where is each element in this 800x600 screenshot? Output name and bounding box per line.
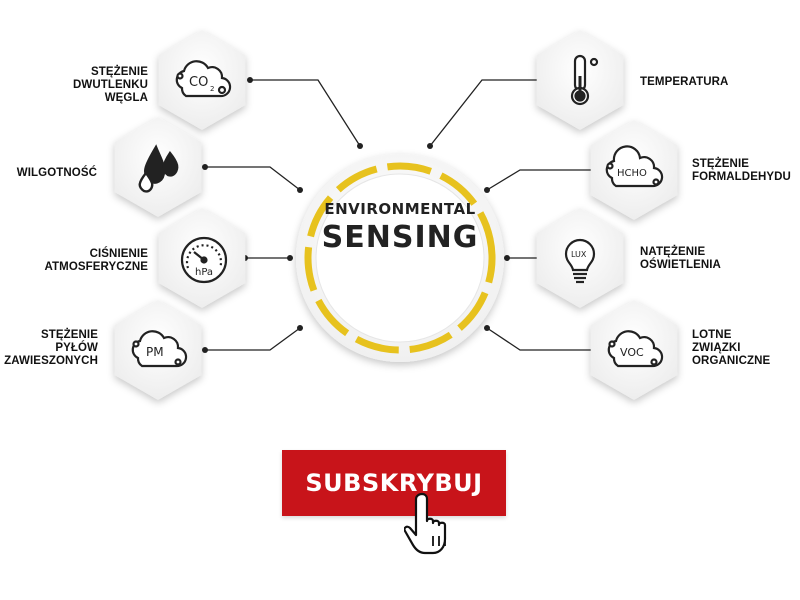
- label-co2-line2: DWUTLENKU: [73, 79, 148, 91]
- label-pm-line2: PYŁÓW: [55, 342, 98, 354]
- water-drops-icon: [138, 144, 179, 193]
- co2-cloud-icon: CO 2: [175, 60, 232, 98]
- light-bulb-icon: LUX: [564, 238, 596, 284]
- label-pressure: CIŚNIENIE ATMOSFERYCZNE: [44, 248, 148, 274]
- label-pm-line1: STĘŻENIE: [40, 329, 98, 341]
- label-co2: STĘŻENIE DWUTLENKU WĘGLA: [73, 66, 148, 105]
- label-pressure-line1: CIŚNIENIE: [89, 248, 148, 260]
- subscribe-button-label: SUBSKRYBUJ: [305, 469, 483, 497]
- label-voc-line1: LOTNE: [692, 329, 732, 341]
- label-humidity-line1: WILGOTNOŚĆ: [16, 167, 97, 179]
- center-title: ENVIRONMENTAL SENSING: [310, 200, 490, 255]
- connector-co2: [250, 79, 361, 147]
- label-light-line1: NATĘŻENIE: [640, 246, 706, 258]
- svg-text:2: 2: [210, 85, 214, 93]
- center-title-line1: ENVIRONMENTAL: [324, 200, 476, 218]
- svg-text:VOC: VOC: [620, 346, 644, 359]
- label-co2-line1: STĘŻENIE: [90, 66, 148, 78]
- svg-text:PM: PM: [146, 345, 164, 359]
- hand-pointer-icon: [404, 492, 447, 555]
- label-humidity: WILGOTNOŚĆ: [17, 167, 97, 180]
- center-hub: [296, 154, 504, 362]
- label-voc-line2: ZWIĄZKI: [692, 342, 741, 354]
- voc-cloud-icon: VOC: [607, 330, 664, 368]
- label-pm-line3: ZAWIESZONYCH: [4, 355, 98, 367]
- pm-cloud-icon: PM: [131, 330, 188, 368]
- connector-temperature: [429, 79, 550, 147]
- hcho-cloud-icon: HCHO: [605, 145, 664, 188]
- label-temperature: TEMPERATURA: [640, 76, 728, 89]
- svg-text:CO: CO: [189, 75, 208, 90]
- subscribe-button[interactable]: SUBSKRYBUJ: [282, 450, 506, 516]
- svg-text:LUX: LUX: [571, 250, 587, 259]
- connector-formaldehyde: [486, 169, 600, 191]
- label-voc-line3: ORGANICZNE: [692, 355, 771, 367]
- label-formaldehyde-line2: FORMALDEHYDU: [692, 171, 791, 183]
- label-pm: STĘŻENIE PYŁÓW ZAWIESZONYCH: [4, 329, 98, 368]
- label-formaldehyde: STĘŻENIE FORMALDEHYDU: [692, 158, 791, 184]
- thermometer-icon: [570, 54, 599, 106]
- pressure-gauge-icon: hPa: [180, 236, 228, 284]
- center-title-line2: SENSING: [321, 220, 479, 255]
- label-light: NATĘŻENIE OŚWIETLENIA: [640, 246, 721, 272]
- svg-text:HCHO: HCHO: [617, 168, 647, 179]
- label-pressure-line2: ATMOSFERYCZNE: [44, 261, 148, 273]
- connector-voc: [486, 327, 600, 351]
- label-formaldehyde-line1: STĘŻENIE: [692, 158, 750, 170]
- label-light-line2: OŚWIETLENIA: [640, 259, 721, 271]
- label-temperature-line1: TEMPERATURA: [640, 76, 729, 88]
- label-voc: LOTNE ZWIĄZKI ORGANICZNE: [692, 329, 770, 368]
- connector-humidity: [205, 166, 301, 191]
- connector-pm: [205, 327, 301, 351]
- accent-ring: [304, 162, 496, 354]
- connector-lines: [205, 79, 600, 351]
- svg-text:hPa: hPa: [195, 267, 213, 278]
- label-co2-line3: WĘGLA: [104, 92, 148, 104]
